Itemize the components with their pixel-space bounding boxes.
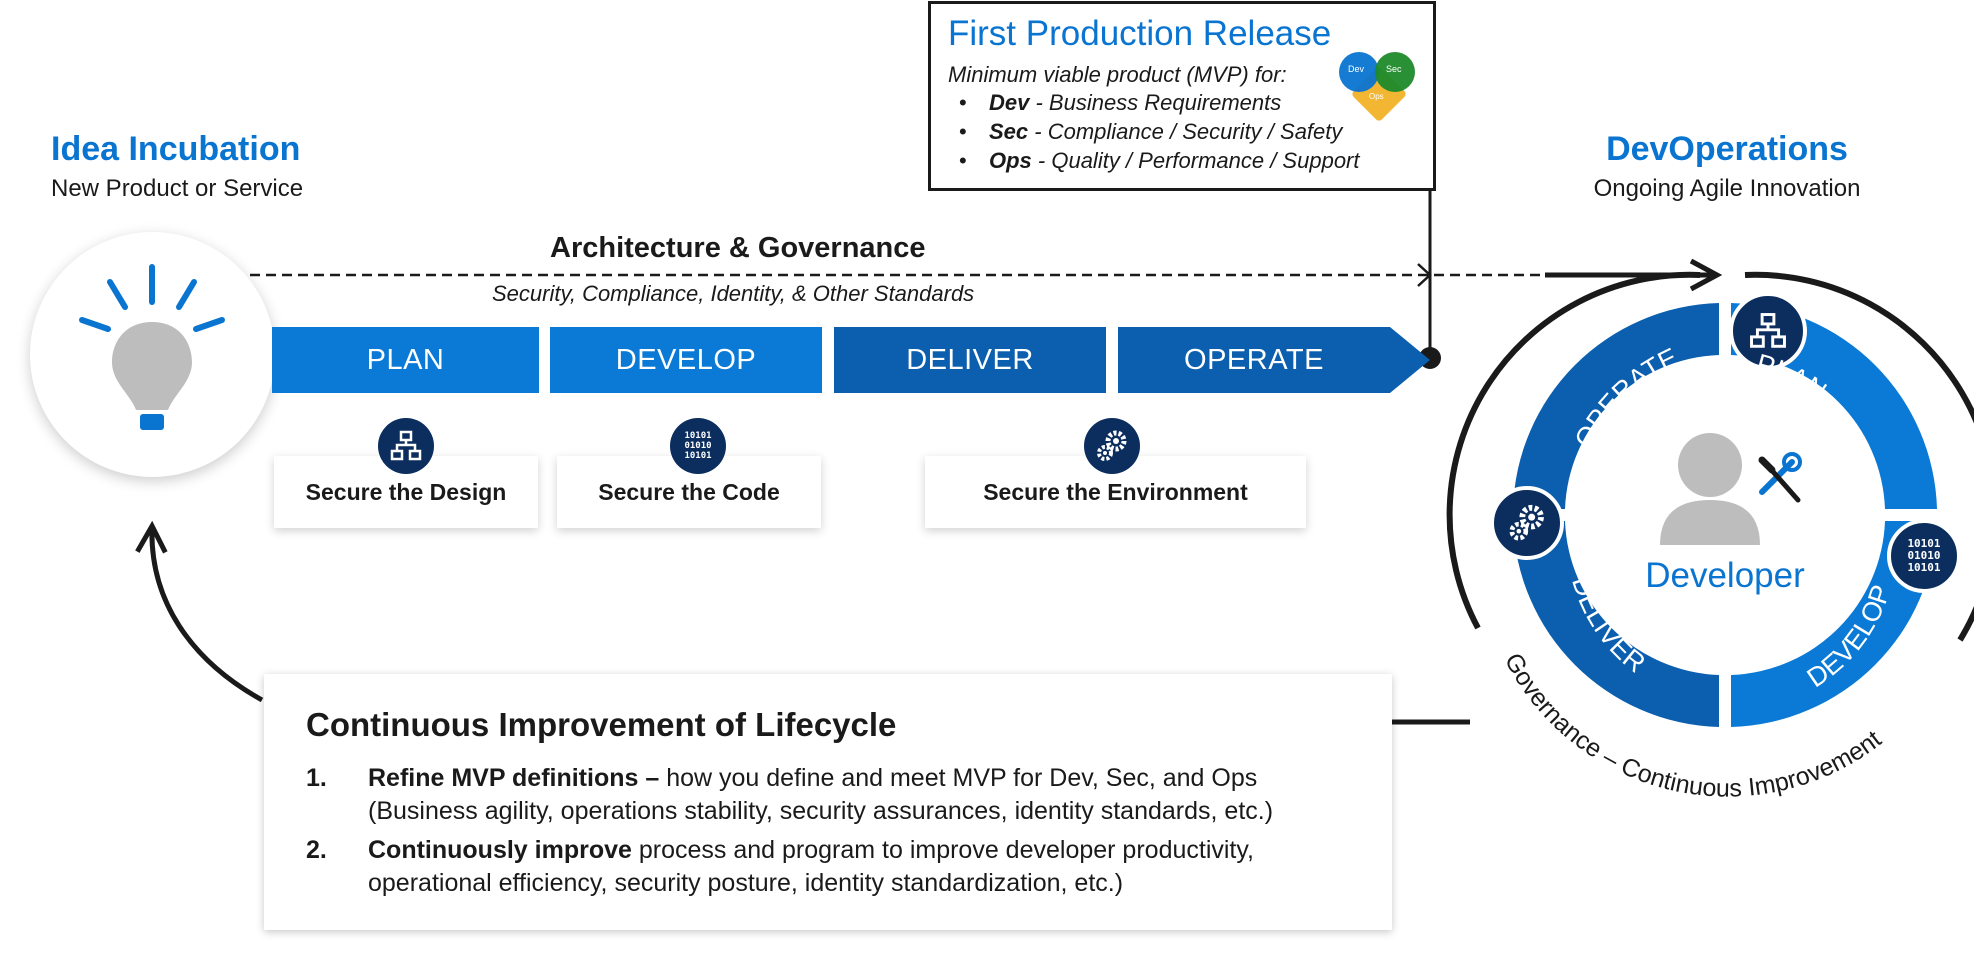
wheel-segment-operate <box>1513 303 1719 509</box>
phase-operate: OPERATE <box>1118 327 1390 393</box>
devsecops-venn-icon: Dev Sec Ops <box>1339 52 1419 123</box>
developer-label: Developer <box>1645 556 1805 595</box>
feedback-arrow <box>135 520 264 703</box>
gears-icon <box>1084 418 1140 474</box>
hierarchy-icon <box>378 418 434 474</box>
idea-circle <box>30 232 275 477</box>
phase-develop: DEVELOP <box>550 327 822 393</box>
phase-plan: PLAN <box>272 327 539 393</box>
wheel-plan-hierarchy-icon <box>1729 292 1807 370</box>
venn-sec-label: Sec <box>1386 64 1402 74</box>
idea-incubation-subtitle: New Product or Service <box>51 175 304 202</box>
release-item-dev: •Dev - Business Requirements <box>959 90 1282 115</box>
release-list: •Dev - Business Requirements •Sec - Comp… <box>959 90 1360 177</box>
improvement-item-2: 2.Continuously improve process and progr… <box>306 836 1254 897</box>
idea-incubation-title: Idea Incubation <box>51 130 301 168</box>
item-1-number: 1. <box>306 764 327 792</box>
wheel-segment-develop <box>1731 521 1937 727</box>
wheel-operate-gears-icon <box>1490 486 1564 560</box>
release-title: First Production Release <box>948 14 1332 53</box>
wrench-screwdriver-icon <box>1758 452 1802 503</box>
governance-subtitle: Security, Compliance, Identity, & Other … <box>492 281 975 306</box>
devoperations-title: DevOperations <box>1606 130 1848 168</box>
release-box: First Production Release Minimum viable … <box>928 1 1436 191</box>
lightbulb-icon <box>79 264 225 430</box>
phase-deliver: DELIVER <box>834 327 1106 393</box>
release-item-sec: •Sec - Compliance / Security / Safety <box>959 119 1343 144</box>
venn-ops-label: Ops <box>1369 92 1384 101</box>
improvement-title: Continuous Improvement of Lifecycle <box>306 706 897 743</box>
devoperations-subtitle: Ongoing Agile Innovation <box>1593 175 1861 202</box>
improvement-box: Continuous Improvement of Lifecycle 1.Re… <box>264 674 1392 930</box>
phase-banner-tip <box>1389 327 1430 393</box>
release-intro: Minimum viable product (MVP) for: <box>948 62 1287 87</box>
developer-person-icon <box>1660 433 1760 545</box>
governance-title: Architecture & Governance <box>550 232 926 264</box>
wheel-outer-arc-right <box>1744 271 1974 642</box>
wheel-outer-arc-left <box>1446 271 1701 630</box>
improvement-item-1: 1.Refine MVP definitions – how you defin… <box>306 764 1274 825</box>
release-item-ops: •Ops - Quality / Performance / Support <box>959 148 1360 173</box>
item-2-number: 2. <box>306 836 327 864</box>
wheel-segment-deliver <box>1513 521 1719 727</box>
venn-dev-label: Dev <box>1348 64 1365 74</box>
